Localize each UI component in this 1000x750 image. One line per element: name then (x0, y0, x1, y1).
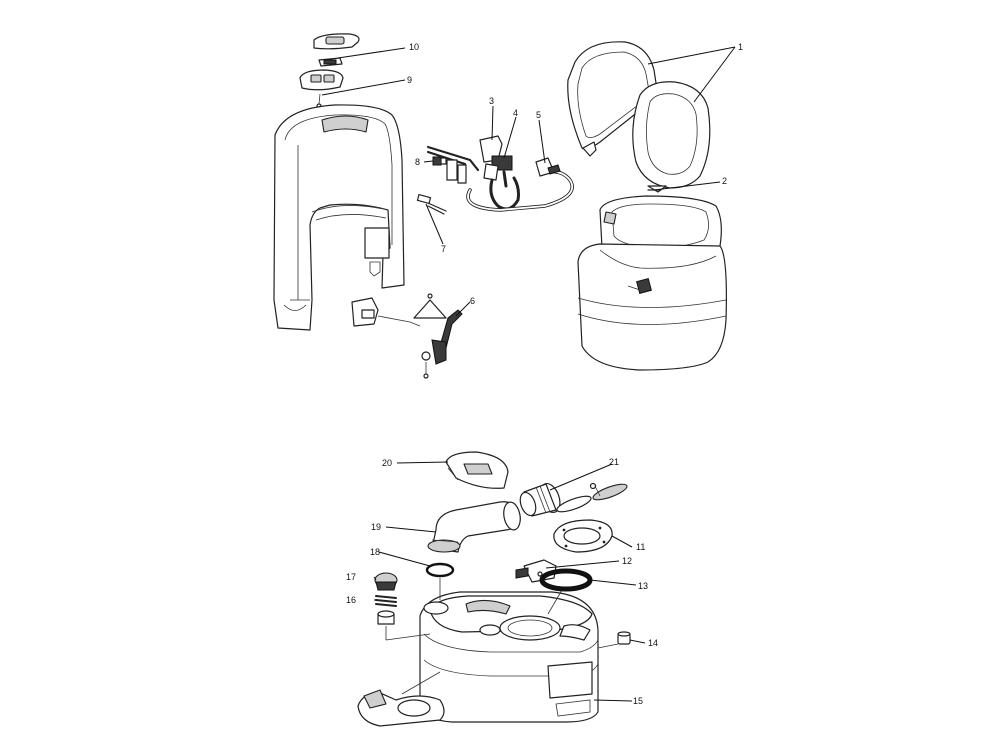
part-3-4-pump-assembly (479, 135, 520, 211)
part-18-o-ring (425, 562, 455, 578)
part-6-lever-bracket (351, 293, 463, 379)
callout-9: 9 (407, 75, 412, 85)
callout-5: 5 (536, 110, 541, 120)
callout-20: 20 (382, 458, 392, 468)
part-16-spring (375, 595, 397, 625)
part-9-switch-plate (299, 69, 344, 109)
lower-leader-lines (373, 461, 646, 702)
callout-11: 11 (636, 542, 645, 552)
callout-12: 12 (622, 556, 632, 566)
part-19-elbow-pipe (427, 501, 521, 553)
part-15-holding-tank (419, 591, 599, 723)
callout-3: 3 (489, 96, 494, 106)
part-5-hose (466, 157, 574, 212)
callout-21: 21 (609, 457, 619, 467)
callout-8: 8 (415, 157, 420, 167)
callout-15: 15 (633, 696, 643, 706)
callout-17: 17 (346, 572, 356, 582)
callout-19: 19 (371, 522, 381, 532)
drain-valve-flange (357, 689, 445, 727)
callout-6: 6 (470, 296, 475, 306)
part-17-cap (374, 572, 398, 591)
callout-18: 18 (370, 547, 380, 557)
callout-labels: 1 2 3 4 5 6 7 8 9 10 11 12 13 14 15 16 1… (346, 42, 743, 706)
callout-4: 4 (513, 108, 518, 118)
housing-back-panel (273, 104, 405, 331)
part-20-cover (445, 451, 509, 489)
callout-10: 10 (409, 42, 419, 52)
wiring-harness (426, 145, 480, 184)
callout-1: 1 (738, 42, 743, 52)
part-13-seal-ring (539, 568, 593, 592)
callout-2: 2 (722, 176, 727, 186)
part-7-plug (416, 193, 447, 215)
part-2-bowl-and-tank (577, 189, 727, 371)
part-11-flange (553, 519, 613, 553)
upper-leader-lines (321, 46, 736, 317)
part-21-gaskets (556, 482, 628, 513)
part-10-panel-cover (313, 33, 360, 67)
part-21-coupling (519, 482, 561, 517)
callout-13: 13 (638, 581, 648, 591)
callout-7: 7 (441, 244, 446, 254)
part-1-lid-and-seat (567, 41, 711, 193)
part-14-screw-cap (617, 631, 631, 645)
callout-14: 14 (648, 638, 658, 648)
callout-16: 16 (346, 595, 356, 605)
